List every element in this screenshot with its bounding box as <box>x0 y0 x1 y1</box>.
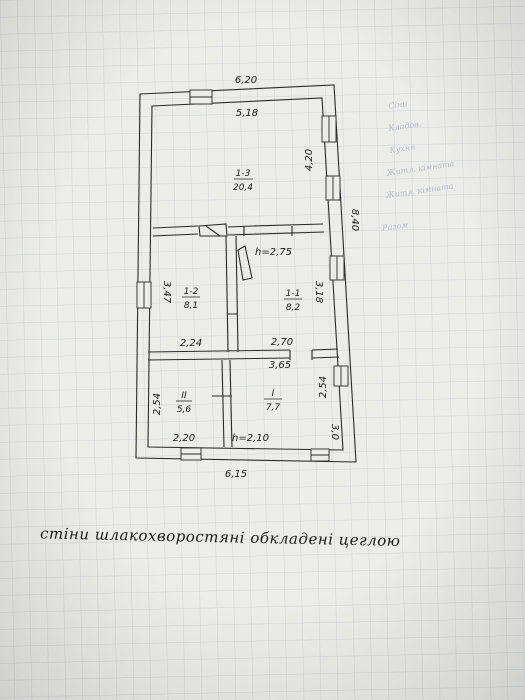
background-note: Сіни <box>388 99 408 111</box>
outer-wall-outline <box>135 84 357 463</box>
window <box>189 89 213 105</box>
window <box>180 447 202 461</box>
partition-wall <box>225 235 239 353</box>
background-note: Кухня <box>388 142 416 155</box>
room-i-width-top: 3,65 <box>269 360 291 371</box>
room-i-height: h=2,10 <box>232 433 269 444</box>
outer-dim-right-front: 3,0 <box>329 424 340 440</box>
window <box>329 255 345 281</box>
room-1-1-height: h=2,75 <box>255 247 292 258</box>
room-label: II <box>181 391 187 401</box>
room-1-3: 5,18 4,20 1-3 20,4 <box>233 108 315 193</box>
partition-wall <box>152 223 324 229</box>
partition-wall <box>147 356 340 361</box>
room-1-1-depth: 3,18 <box>313 281 324 303</box>
stove-block <box>198 223 228 237</box>
window <box>333 365 349 387</box>
outer-dim-bottom: 6,15 <box>225 469 247 480</box>
room-1-3-depth: 4,20 <box>304 149 315 171</box>
window <box>136 281 152 309</box>
room-ii-width: 2,20 <box>173 433 195 444</box>
window <box>325 175 341 201</box>
room-1-2-width: 2,24 <box>180 338 202 349</box>
room-label: I <box>272 389 275 399</box>
room-1-2-depth: 3,47 <box>161 281 172 304</box>
room-area: 8,2 <box>286 303 301 313</box>
room-i: 3,65 2,54 I 7,7 h=2,10 <box>232 360 329 444</box>
stove-1-1 <box>237 245 253 281</box>
windows <box>136 89 349 462</box>
room-i-depth: 2,54 <box>318 376 329 398</box>
window <box>310 448 330 462</box>
room-1-1-width: 2,70 <box>271 337 293 348</box>
room-label: 1-3 <box>236 169 251 179</box>
partition-wall <box>221 359 233 448</box>
partition-wall <box>147 348 339 353</box>
stove-diagonal <box>205 225 221 237</box>
room-label: 1-1 <box>286 289 301 299</box>
floor-plan <box>135 84 357 463</box>
room-1-1: h=2,75 3,18 1-1 8,2 2,70 <box>255 247 324 348</box>
outer-dim-top: 6,20 <box>235 75 257 86</box>
background-note: Разом <box>381 220 409 233</box>
room-label: 1-2 <box>184 287 199 297</box>
room-area: 8,1 <box>184 301 198 311</box>
window <box>321 115 337 143</box>
room-area: 5,6 <box>177 405 192 415</box>
room-area: 7,7 <box>266 403 281 413</box>
outer-dim-right: 8,40 <box>349 209 360 231</box>
room-ii: 2,54 II 5,6 2,20 <box>152 391 195 444</box>
room-1-2: 3,47 1-2 8,1 2,24 <box>161 281 202 349</box>
door-marks <box>212 226 313 397</box>
room-ii-depth: 2,54 <box>152 393 163 415</box>
outer-wall-inner-outline <box>147 97 344 451</box>
room-1-3-width: 5,18 <box>236 108 258 119</box>
room-area: 20,4 <box>233 183 253 193</box>
